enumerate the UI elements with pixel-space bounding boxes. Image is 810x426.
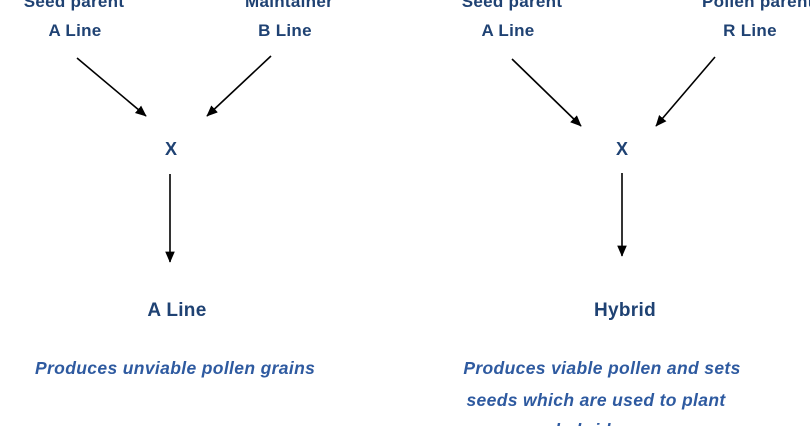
right-r-line-label: R Line xyxy=(723,21,777,40)
left-result-label: A Line xyxy=(147,300,207,321)
left-a-line-label: A Line xyxy=(48,21,102,40)
arrow-right-r-line-to-cross xyxy=(655,56,716,127)
right-cross-symbol: X xyxy=(615,139,629,159)
left-b-line-label: B Line xyxy=(258,21,312,40)
right-seed-parent-role-label: Seed parent xyxy=(461,0,563,11)
right-a-line-label: A Line xyxy=(481,21,535,40)
right-caption-line1: Produces viable pollen and sets xyxy=(463,358,741,378)
arrow-left-a-line-to-cross xyxy=(76,57,147,117)
right-pollen-parent-role-label: Pollen parent xyxy=(702,0,810,11)
left-caption: Produces unviable pollen grains xyxy=(35,358,316,378)
arrow-left-b-line-to-cross xyxy=(206,55,272,117)
left-maintainer-role-label: Maintainer xyxy=(244,0,334,11)
arrow-right-a-line-to-cross xyxy=(511,58,582,127)
left-cross-symbol: X xyxy=(164,139,178,159)
left-seed-parent-role-label: Seed parent xyxy=(23,0,125,11)
right-result-label: Hybrid xyxy=(594,300,656,321)
right-caption-line2: seeds which are used to plant xyxy=(466,390,726,410)
right-caption-line3-clipped: hybrids xyxy=(555,419,621,426)
